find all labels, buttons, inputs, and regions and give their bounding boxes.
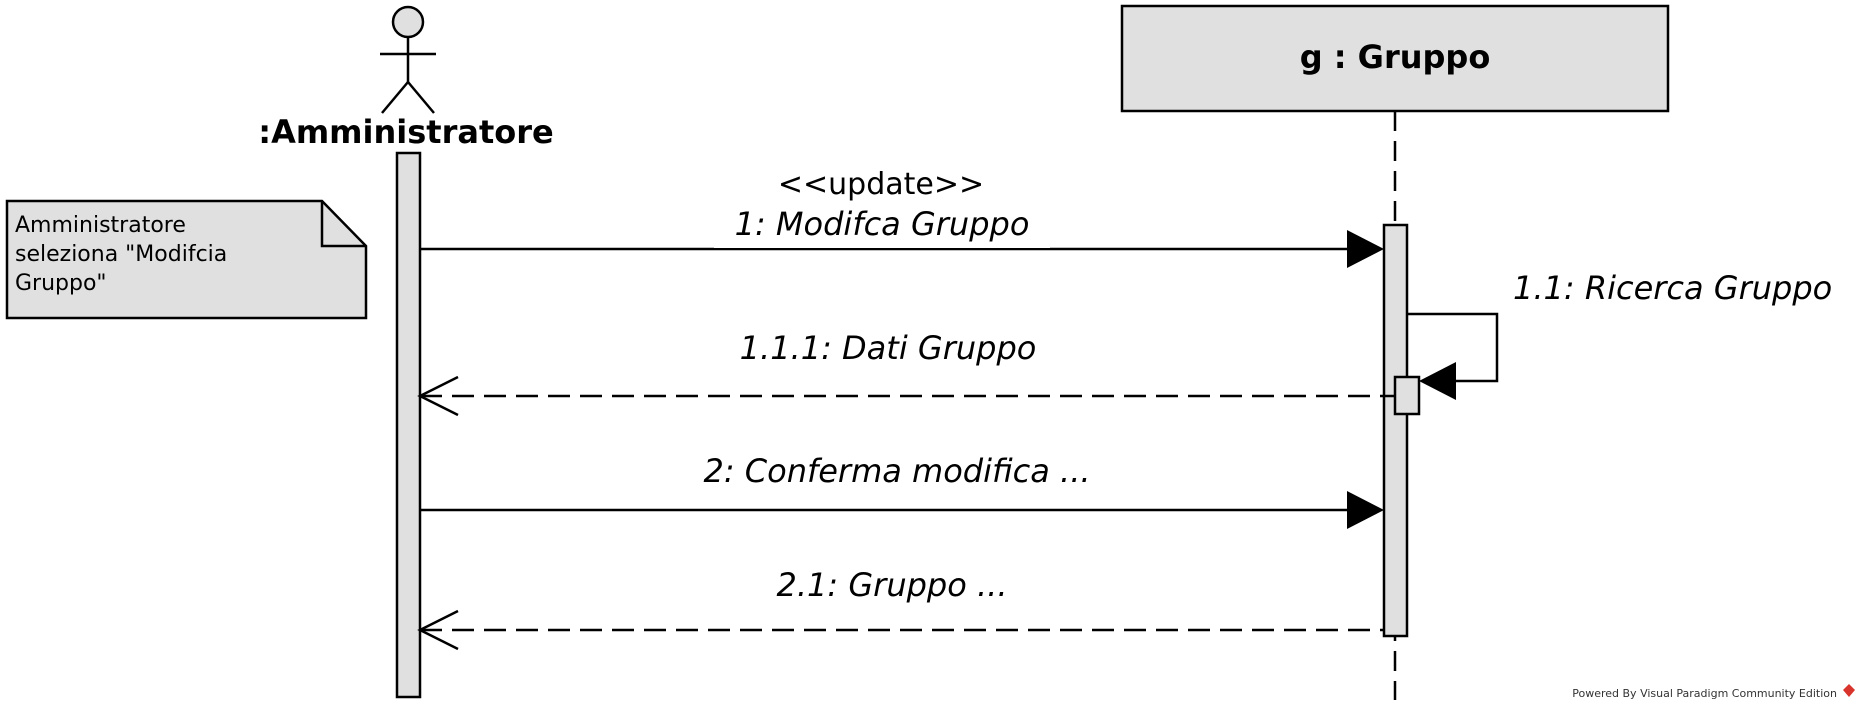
note-line-1: Amministratore — [15, 213, 186, 238]
message-1-1: 1.1: Ricerca Gruppo — [1407, 269, 1832, 400]
object-name: g : Gruppo — [1300, 38, 1491, 76]
note: Amministratore seleziona "Modifcia Grupp… — [5, 199, 368, 320]
message-2: 2: Conferma modifica ... — [420, 452, 1384, 529]
message-1-label: 1: Modifca Gruppo — [735, 205, 1030, 243]
open-arrowhead-icon — [417, 375, 459, 417]
note-line-2: seleziona "Modifcia — [15, 242, 227, 267]
note-line-3: Gruppo" — [15, 271, 107, 296]
actor-activation-bar — [395, 151, 422, 699]
message-1-1-1-label: 1.1.1: Dati Gruppo — [740, 329, 1037, 367]
message-2-1: 2.1: Gruppo ... — [417, 566, 1384, 651]
nested-activation-bar — [1393, 375, 1421, 416]
message-1: <<update>> 1: Modifca Gruppo — [420, 167, 1384, 268]
actor-figure-icon — [380, 5, 436, 114]
filled-arrowhead-icon — [1347, 230, 1384, 268]
message-1-1-label: 1.1: Ricerca Gruppo — [1513, 269, 1832, 307]
filled-arrowhead-icon — [1347, 491, 1384, 529]
visual-paradigm-logo-icon — [1843, 684, 1855, 697]
filled-arrowhead-icon — [1419, 362, 1456, 400]
object-activation-bar — [1382, 223, 1409, 638]
open-arrowhead-icon — [417, 609, 459, 651]
message-1-1-1: 1.1.1: Dati Gruppo — [417, 329, 1395, 417]
message-2-label: 2: Conferma modifica ... — [703, 452, 1090, 490]
footer-watermark: Powered By Visual Paradigm Community Edi… — [1572, 687, 1837, 700]
object-box — [1120, 4, 1670, 113]
actor-name: :Amministratore — [258, 113, 553, 151]
message-1-stereotype: <<update>> — [778, 167, 984, 202]
message-2-1-label: 2.1: Gruppo ... — [777, 566, 1008, 604]
